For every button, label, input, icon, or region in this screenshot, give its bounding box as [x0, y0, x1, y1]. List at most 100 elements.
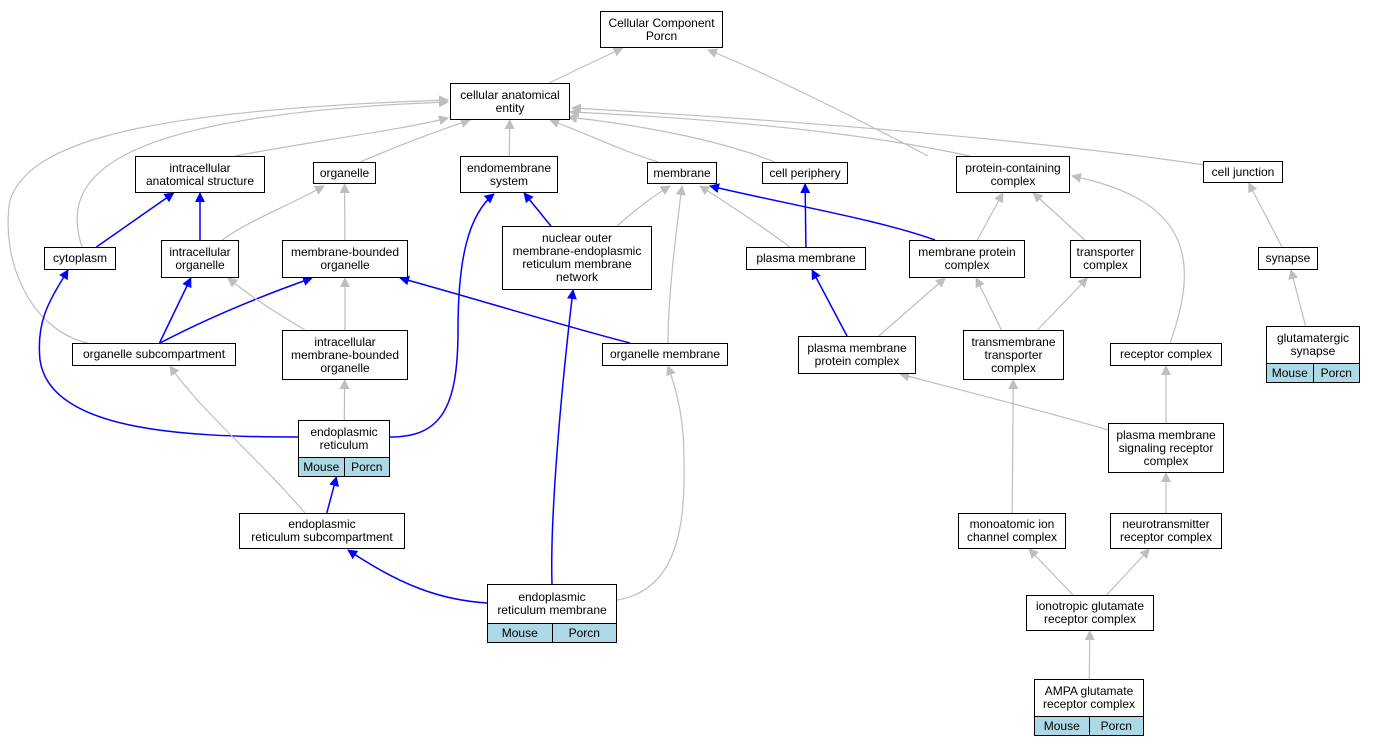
is-a-edge-er-sub-to-org-subcomp — [169, 365, 306, 514]
node-label-line: complex — [944, 258, 990, 272]
is-a-edge-org-membrane-to-membrane — [667, 185, 686, 344]
node-label-line: system — [489, 173, 528, 188]
part-of-edge-er-sub-to-er — [326, 476, 339, 514]
node-organelle[interactable]: organelle — [313, 162, 376, 184]
node-label-line: plasma membrane — [807, 341, 907, 355]
node-label-line: transmembrane — [971, 334, 1056, 349]
part-of-edge-nuclear-outer-to-endomembrane — [523, 192, 552, 227]
part-of-edge-org-subcomp-to-intra-org — [158, 277, 192, 344]
node-label: synapse — [1259, 248, 1317, 269]
is-a-edge-imbo-to-intra-org — [227, 277, 306, 331]
node-label: organelle membrane — [603, 344, 727, 365]
node-label-line: plasma membrane — [756, 251, 856, 265]
is-a-edge-pcc-to-cc-root — [707, 48, 929, 157]
part-of-edge-cytoplasm-to-ias — [95, 192, 175, 248]
node-label: organelle subcompartment — [73, 344, 235, 365]
node-label-line: reticulum — [319, 438, 369, 452]
node-label-line: transporter — [1076, 245, 1135, 259]
node-label-line: complex — [1143, 453, 1189, 468]
species-tag: Mouse — [299, 458, 344, 476]
node-label-line: plasma membrane — [1116, 427, 1216, 442]
node-label-line: glutamatergic — [1276, 331, 1350, 345]
is-a-edge-nuclear-outer-to-membrane — [616, 185, 671, 227]
node-plasma-membrane[interactable]: plasma membrane — [746, 247, 866, 270]
node-label-line: AMPA glutamate — [1044, 684, 1134, 698]
node-label-line: organelle membrane — [609, 347, 721, 361]
node-label: cytoplasm — [45, 248, 115, 269]
node-org-subcomp[interactable]: organelle subcompartment — [72, 343, 236, 366]
node-label-line: intracellular — [314, 334, 376, 349]
is-a-edge-er-membrane-to-org-membrane — [616, 365, 685, 601]
node-label-line: organelle — [320, 258, 370, 272]
is-a-edge-cae-to-cc-root — [548, 47, 624, 84]
node-label-line: cell junction — [1211, 164, 1275, 179]
node-label-line: transporter — [984, 347, 1043, 362]
is-a-edge-membrane-to-cae — [549, 118, 659, 163]
species-tag: Mouse — [488, 624, 552, 642]
node-label-line: synapse — [1290, 344, 1336, 358]
node-org-membrane[interactable]: organelle membrane — [602, 343, 728, 366]
node-label-line: channel complex — [966, 530, 1058, 544]
species-tag: Mouse — [1035, 717, 1089, 735]
node-label-line: endomembrane — [466, 160, 552, 175]
is-a-edge-glut-syn-to-synapse — [1288, 269, 1307, 327]
part-of-edge-mpc-to-membrane — [709, 183, 936, 241]
node-label-line: receptor complex — [1043, 612, 1137, 626]
node-label-line: membrane protein — [918, 245, 1016, 259]
node-cytoplasm[interactable]: cytoplasm — [44, 247, 116, 270]
node-label-line: complex — [1083, 258, 1128, 272]
part-of-edge-pmpc-to-plasma-membrane — [811, 269, 848, 337]
node-membrane[interactable]: membrane — [647, 162, 717, 184]
node-label: cell periphery — [763, 163, 847, 183]
is-a-edge-igrc-to-nrc — [1106, 548, 1150, 596]
node-label-line: monoatomic ion — [969, 517, 1055, 531]
node-receptor[interactable]: receptor complex — [1110, 343, 1222, 366]
is-a-edge-org-subcomp-to-cae — [7, 95, 449, 344]
node-cell-periphery[interactable]: cell periphery — [762, 162, 848, 184]
node-synapse[interactable]: synapse — [1258, 247, 1318, 270]
node-cell-junction[interactable]: cell junction — [1203, 161, 1283, 183]
node-label-line: cellular anatomical — [460, 87, 560, 102]
is-a-edge-ampa-to-igrc — [1084, 630, 1095, 680]
node-label: plasma membrane — [747, 248, 865, 269]
is-a-edge-ias-to-cae — [234, 115, 449, 157]
is-a-edge-pcc-to-cae — [569, 107, 971, 157]
is-a-edge-tmtc-to-transporter — [1037, 277, 1088, 331]
node-label: receptor complex — [1111, 344, 1221, 365]
